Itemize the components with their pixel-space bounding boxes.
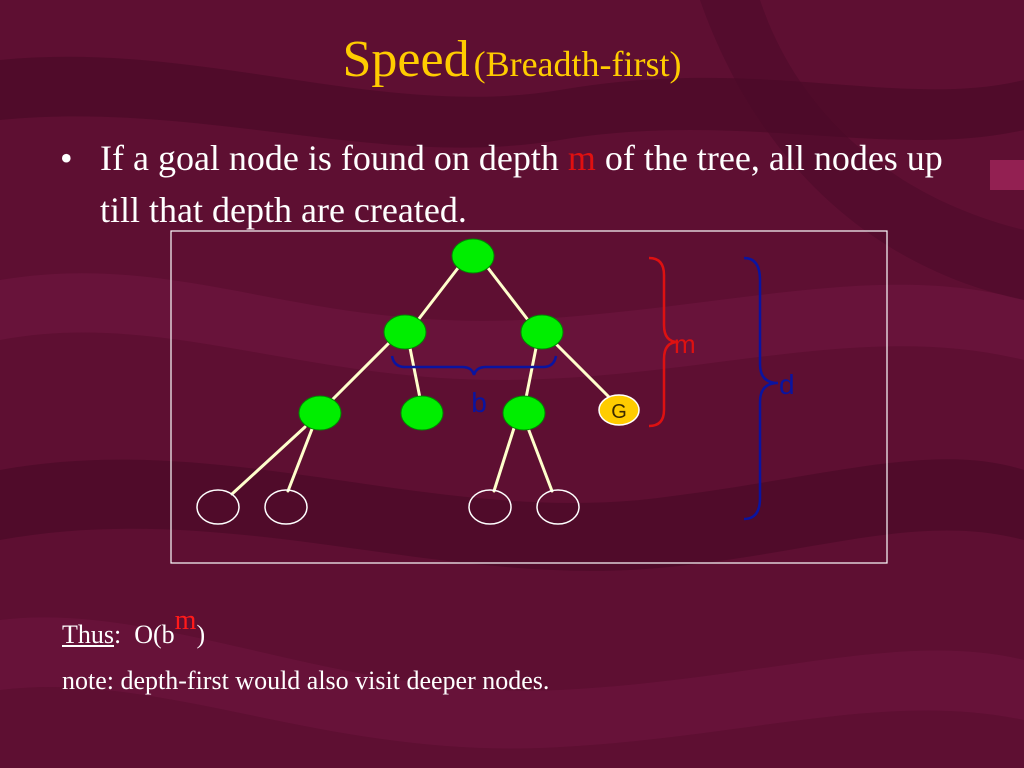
- complexity-line: Thus: O(bm): [62, 605, 549, 658]
- tree-node-level3-d: [536, 489, 580, 525]
- tree-node-level3-b: [264, 489, 308, 525]
- unvisited-nodes: [196, 489, 580, 525]
- tree-node-root: [451, 238, 495, 274]
- thus-colon: :: [114, 620, 122, 649]
- diagram-frame: [170, 230, 888, 564]
- edge-left-child1: [328, 340, 392, 404]
- edge-l3-b: [286, 427, 314, 493]
- edge-l3-a: [230, 425, 307, 496]
- edge-right-goal: [554, 342, 612, 400]
- edge-root-left: [416, 266, 460, 322]
- title-main: Speed: [342, 31, 470, 88]
- formula-close: ): [196, 620, 206, 649]
- tree-node-level1-left: [383, 314, 427, 350]
- slide-title: Speed (Breadth-first): [0, 30, 1024, 89]
- edge-root-right: [486, 266, 530, 322]
- tree-node-level2-b: [400, 395, 444, 431]
- title-subtitle: (Breadth-first): [473, 44, 682, 84]
- note-line: note: depth-first would also visit deepe…: [62, 666, 550, 695]
- bullet-point: • If a goal node is found on depth m of …: [60, 132, 960, 236]
- tree-node-level1-right: [520, 314, 564, 350]
- edge-l3-d: [526, 426, 554, 493]
- tree-edges: [230, 266, 612, 496]
- tree-node-level3-c: [468, 489, 512, 525]
- edge-right-child1: [524, 346, 538, 400]
- edge-left-child2: [408, 346, 422, 400]
- bullet-text-before: If a goal node is found on depth: [100, 138, 568, 178]
- formula-exponent: m: [174, 605, 197, 636]
- brace-m: [648, 256, 679, 428]
- brace-m-label: m: [674, 329, 696, 359]
- brace-b-label: b: [471, 387, 487, 418]
- goal-node: [598, 394, 640, 426]
- bullet-text-highlight: m: [567, 138, 596, 178]
- brace-d: [743, 256, 779, 521]
- bullet-text-after: of the tree, all nodes up till that dept…: [100, 138, 943, 230]
- tree-node-level2-c: [502, 395, 546, 431]
- bullet-icon: •: [60, 138, 73, 178]
- thus-label: Thus: [62, 620, 114, 649]
- goal-node-label: G: [611, 401, 627, 423]
- bullet-text: If a goal node is found on depth m of th…: [100, 132, 960, 236]
- visited-nodes: [298, 238, 564, 431]
- tree-node-level3-a: [196, 489, 240, 525]
- brace-d-label: d: [779, 369, 795, 400]
- conclusion: Thus: O(bm) note: depth-first would also…: [62, 605, 550, 704]
- formula-open: O(b: [134, 620, 175, 649]
- tree-node-level2-a: [298, 395, 342, 431]
- brace-b: [390, 355, 558, 376]
- edge-l3-c: [492, 426, 516, 493]
